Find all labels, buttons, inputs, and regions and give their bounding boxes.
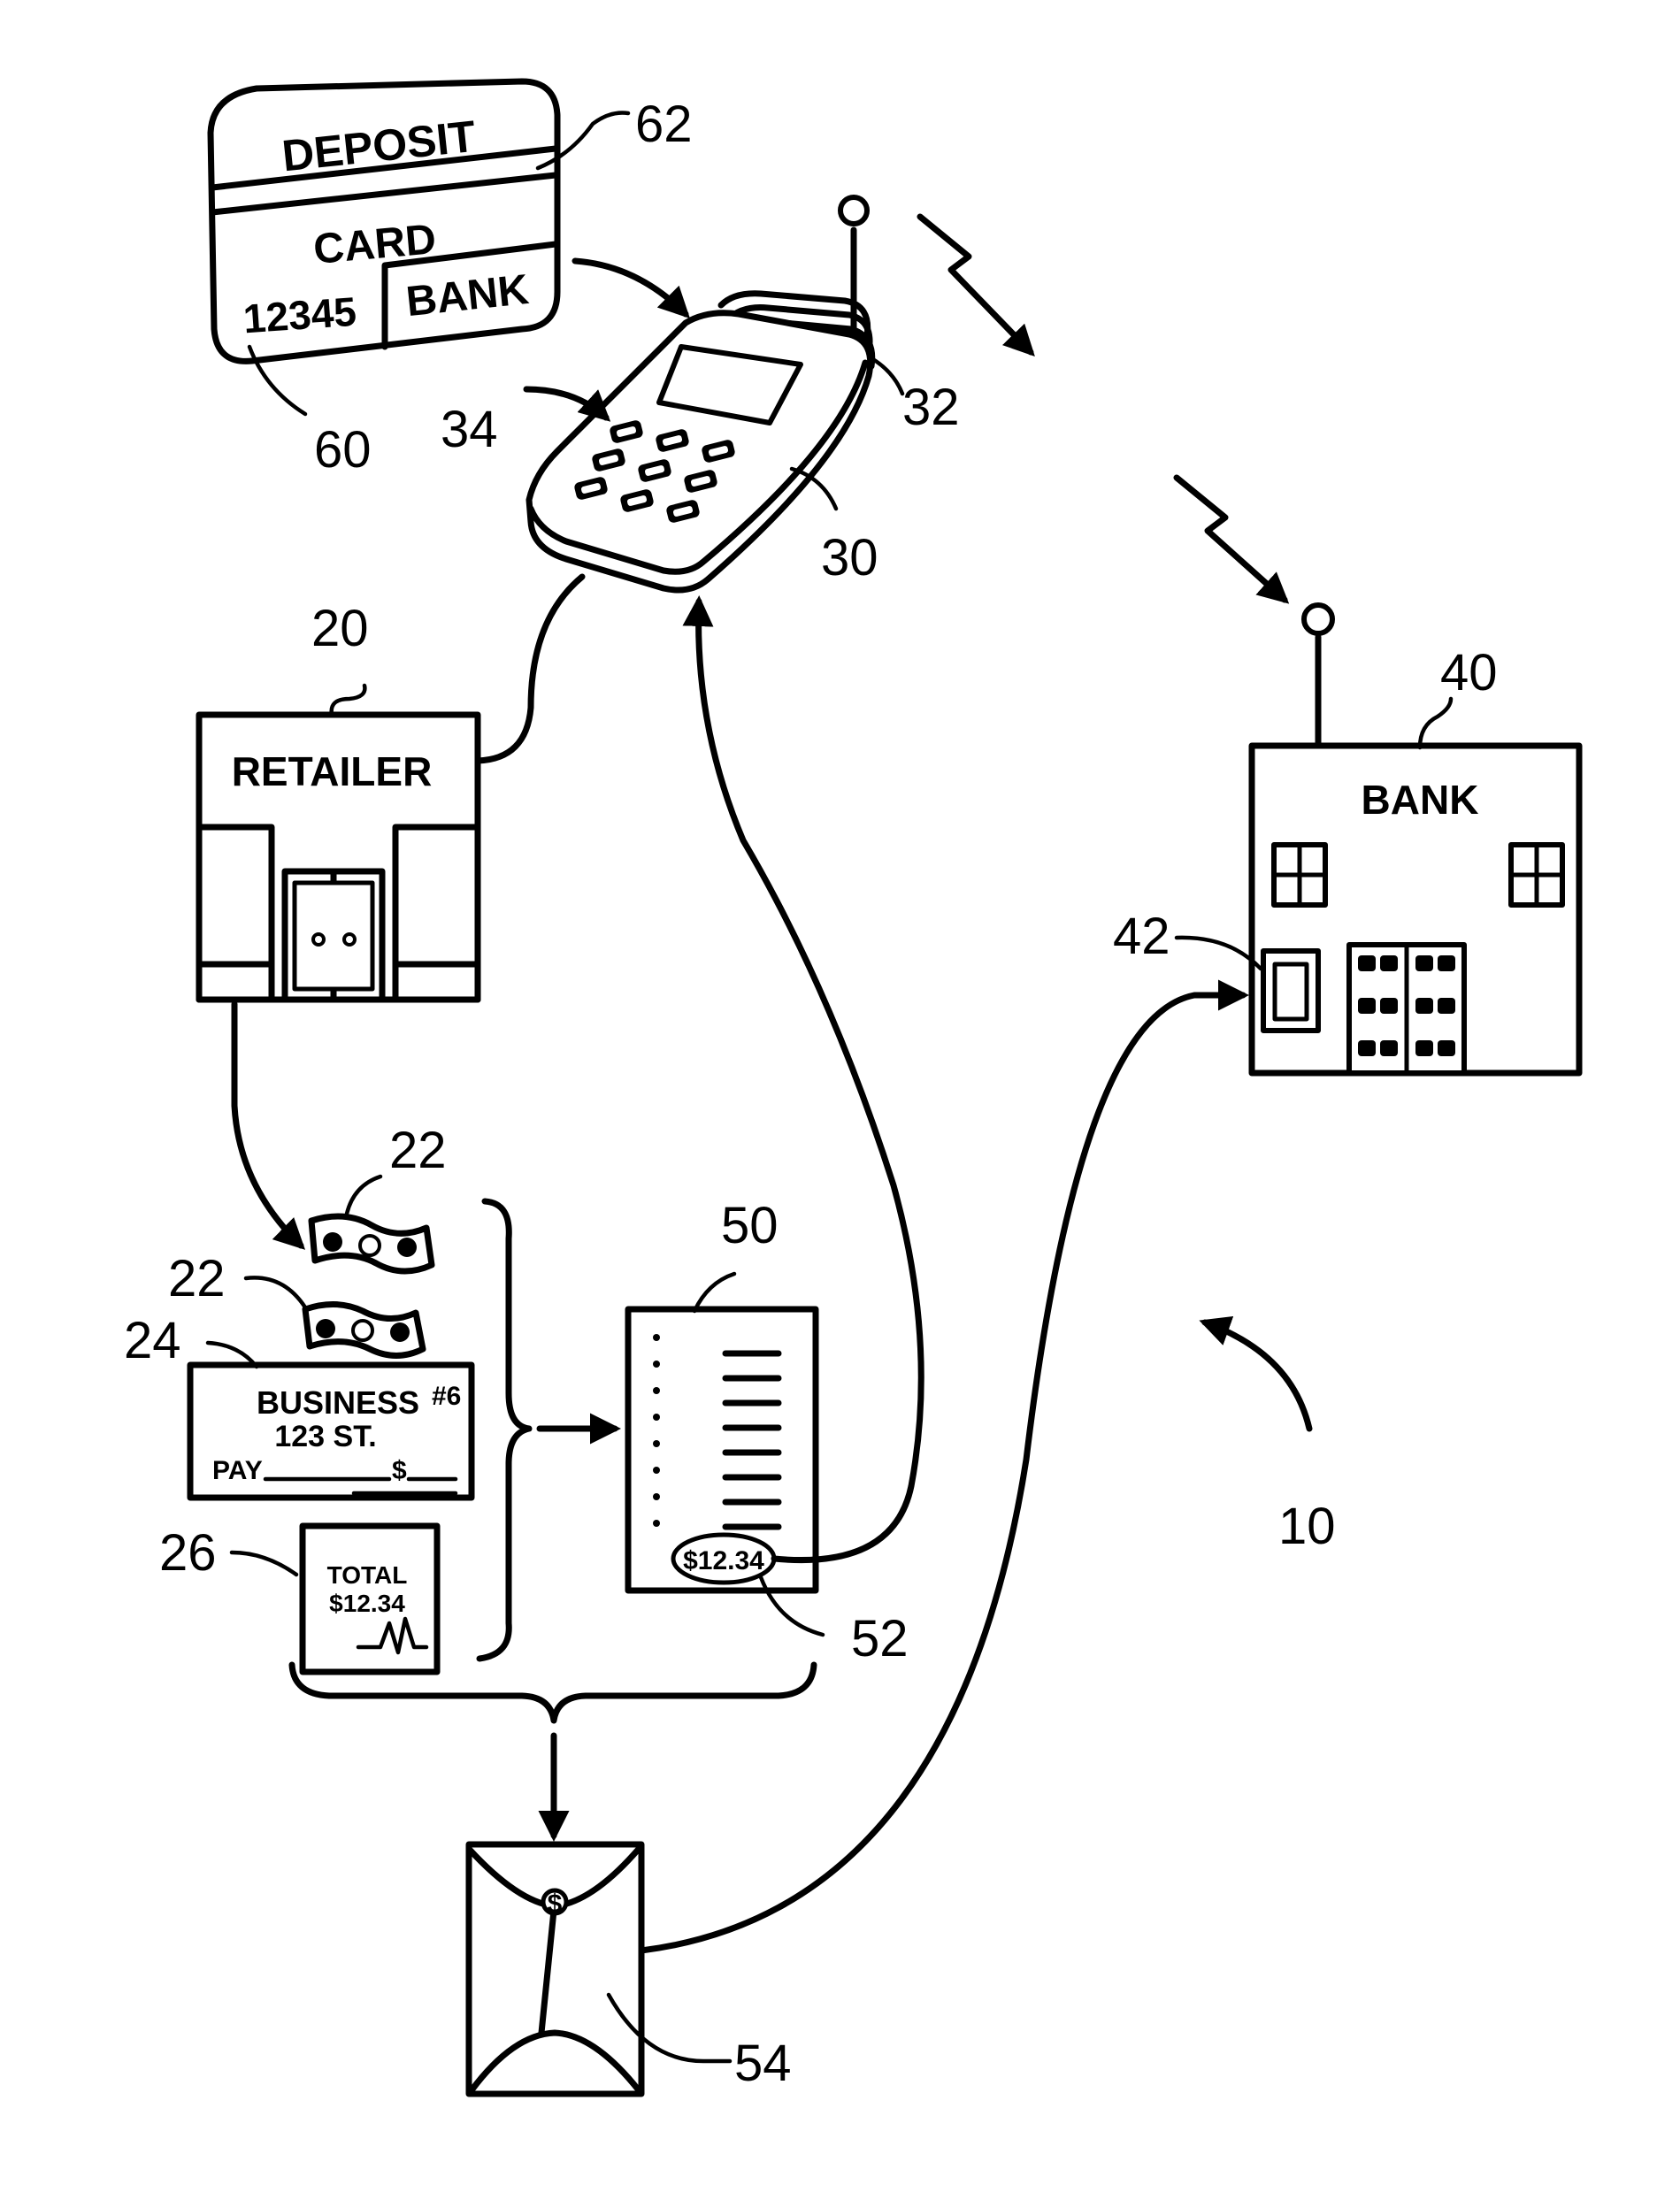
leader-22b <box>246 1277 305 1307</box>
check-pay-line: PAY <box>212 1456 263 1485</box>
bank-building: BANK <box>1252 605 1579 1073</box>
funds-brace <box>479 1201 529 1659</box>
ref-54: 54 <box>734 2035 792 2092</box>
retailer-to-funds-arrow <box>234 1004 301 1246</box>
ref-50: 50 <box>721 1197 779 1254</box>
cash-bill-upper <box>311 1216 432 1271</box>
ref-60: 60 <box>314 421 372 479</box>
check-number: #6 <box>432 1382 461 1411</box>
ref-40: 40 <box>1440 644 1498 701</box>
retailer-building: RETAILER <box>199 715 478 1000</box>
check: BUSINESS #6 123 ST. PAY $ <box>190 1365 472 1498</box>
leader-42 <box>1177 938 1261 969</box>
leader-32 <box>871 358 902 394</box>
card-swipe-arrow <box>575 261 686 314</box>
leader-26 <box>232 1552 296 1575</box>
ref-32: 32 <box>902 379 960 436</box>
ref-22b: 22 <box>168 1250 226 1307</box>
bank-label: BANK <box>1362 777 1479 823</box>
ref-42: 42 <box>1113 908 1170 965</box>
receipt-total-amount: $12.34 <box>329 1590 405 1617</box>
check-address: 123 ST. <box>274 1420 376 1453</box>
cash-bill-lower <box>305 1304 423 1355</box>
leader-22a <box>347 1177 380 1214</box>
ref-52: 52 <box>851 1610 909 1667</box>
wireless-signal-upper <box>920 217 1031 352</box>
leader-50 <box>694 1274 734 1311</box>
leader-20 <box>332 686 365 715</box>
retailer-terminal-cord <box>478 577 582 761</box>
ref-22a: 22 <box>389 1122 447 1179</box>
check-dollar-sign: $ <box>392 1456 407 1485</box>
ref-62: 62 <box>635 96 693 153</box>
ref-26: 26 <box>159 1524 217 1582</box>
deposit-card: DEPOSIT CARD BANK 12345 <box>211 81 557 361</box>
ref-20: 20 <box>311 600 369 657</box>
system-reference-arrow <box>1205 1322 1309 1429</box>
deposit-slip: $12.34 <box>628 1309 816 1591</box>
ref-24: 24 <box>124 1312 181 1369</box>
card-number: 12345 <box>242 288 357 342</box>
ref-34: 34 <box>441 401 498 458</box>
deposit-envelope: $ <box>469 1844 641 2094</box>
wireless-signal-lower <box>1177 478 1285 600</box>
check-payee: BUSINESS <box>257 1384 419 1421</box>
ref-10: 10 <box>1278 1498 1336 1555</box>
deposit-slip-amount: $12.34 <box>683 1546 764 1575</box>
sales-receipt: TOTAL $12.34 <box>303 1526 437 1672</box>
leader-40 <box>1420 699 1451 747</box>
envelope-dollar-symbol: $ <box>548 1890 563 1919</box>
ref-30: 30 <box>821 529 878 586</box>
retailer-label: RETAILER <box>232 748 433 794</box>
receipt-total-label: TOTAL <box>327 1561 408 1589</box>
